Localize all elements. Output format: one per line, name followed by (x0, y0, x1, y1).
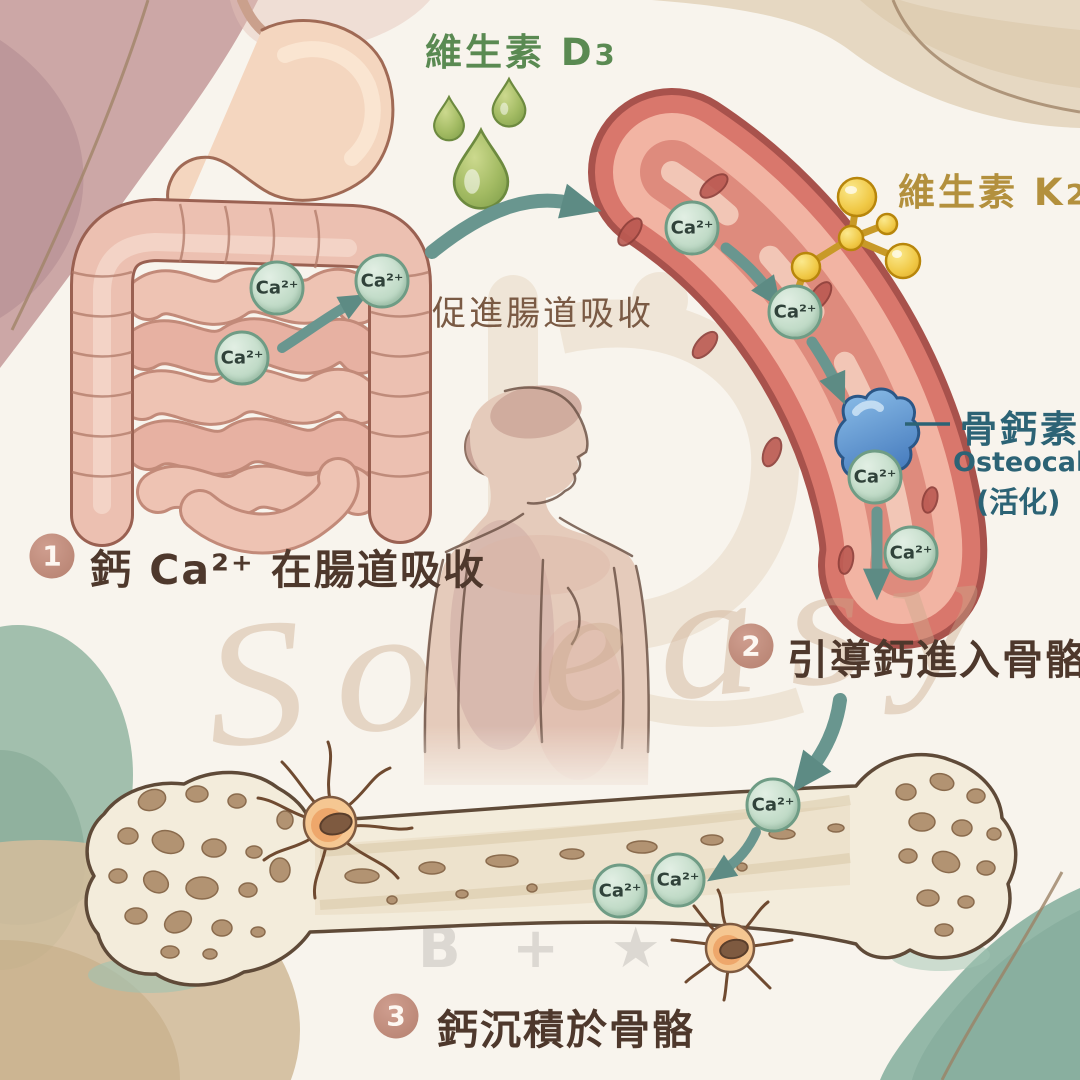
ca-ion: Ca²⁺ (664, 200, 720, 256)
ca-ion: Ca²⁺ (249, 260, 305, 316)
corner-blob-bottom-right (880, 871, 1080, 1080)
arrow-vessel-1 (720, 242, 782, 309)
arrow-vessel-2 (806, 336, 846, 405)
trabecular-spots (108, 772, 1002, 960)
ca-ion: Ca²⁺ (354, 253, 410, 309)
flow-arrows (277, 183, 892, 882)
ca-ion: Ca²⁺ (847, 449, 903, 505)
step-1-label: 鈣 Ca²⁺ 在腸道吸收 (90, 546, 486, 594)
vitamin-k2-name: 維生素 K (898, 171, 1066, 214)
vitamin-d3-droplets-icon (433, 76, 527, 210)
arrow-to-bone (792, 693, 847, 793)
step-3-label: 鈣沉積於骨骼 (437, 1006, 695, 1054)
ca-ion: Ca²⁺ (650, 852, 706, 908)
body-silhouette (423, 385, 650, 785)
ca-ion: Ca²⁺ (592, 863, 648, 919)
ca-ion: Ca²⁺ (745, 777, 801, 833)
ca-ion: Ca²⁺ (214, 330, 270, 386)
step-1-badge: 1 (29, 533, 75, 579)
osteocyte-cell-icon (670, 888, 794, 1002)
osteocyte-cell-icon (256, 740, 414, 900)
arrow-intestine-internal (277, 294, 368, 353)
stomach-illustration (166, 0, 395, 222)
osteocalcin-label-en: Osteocalcin (953, 447, 1080, 478)
vitamin-k2-molecule-icon (790, 176, 922, 302)
arrow-intestine-to-vessel (425, 183, 602, 259)
vitamin-k2-sub: 2 (1065, 178, 1080, 212)
vitamin-d3-name: 維生素 D (425, 31, 595, 74)
arrow-into-bone (707, 827, 761, 882)
vitamin-d3-label: 維生素 D3 (425, 22, 618, 76)
step-3-badge: 3 (373, 993, 419, 1039)
osteocalcin-state-label: (活化) (976, 485, 1061, 519)
ca-ion: Ca²⁺ (767, 284, 823, 340)
vitamin-d3-sub: 3 (594, 38, 618, 72)
ca-ion: Ca²⁺ (883, 525, 939, 581)
absorption-label: 促進腸道吸收 (432, 294, 654, 334)
vitamin-k2-label: 維生素 K2 (898, 162, 1080, 216)
corner-blob-top-right (652, 0, 1080, 128)
step-2-label: 引導鈣進入骨骼 (787, 636, 1080, 684)
step-2-badge: 2 (728, 623, 774, 669)
osteocalcin-label-zh: 骨鈣素 (960, 408, 1080, 451)
